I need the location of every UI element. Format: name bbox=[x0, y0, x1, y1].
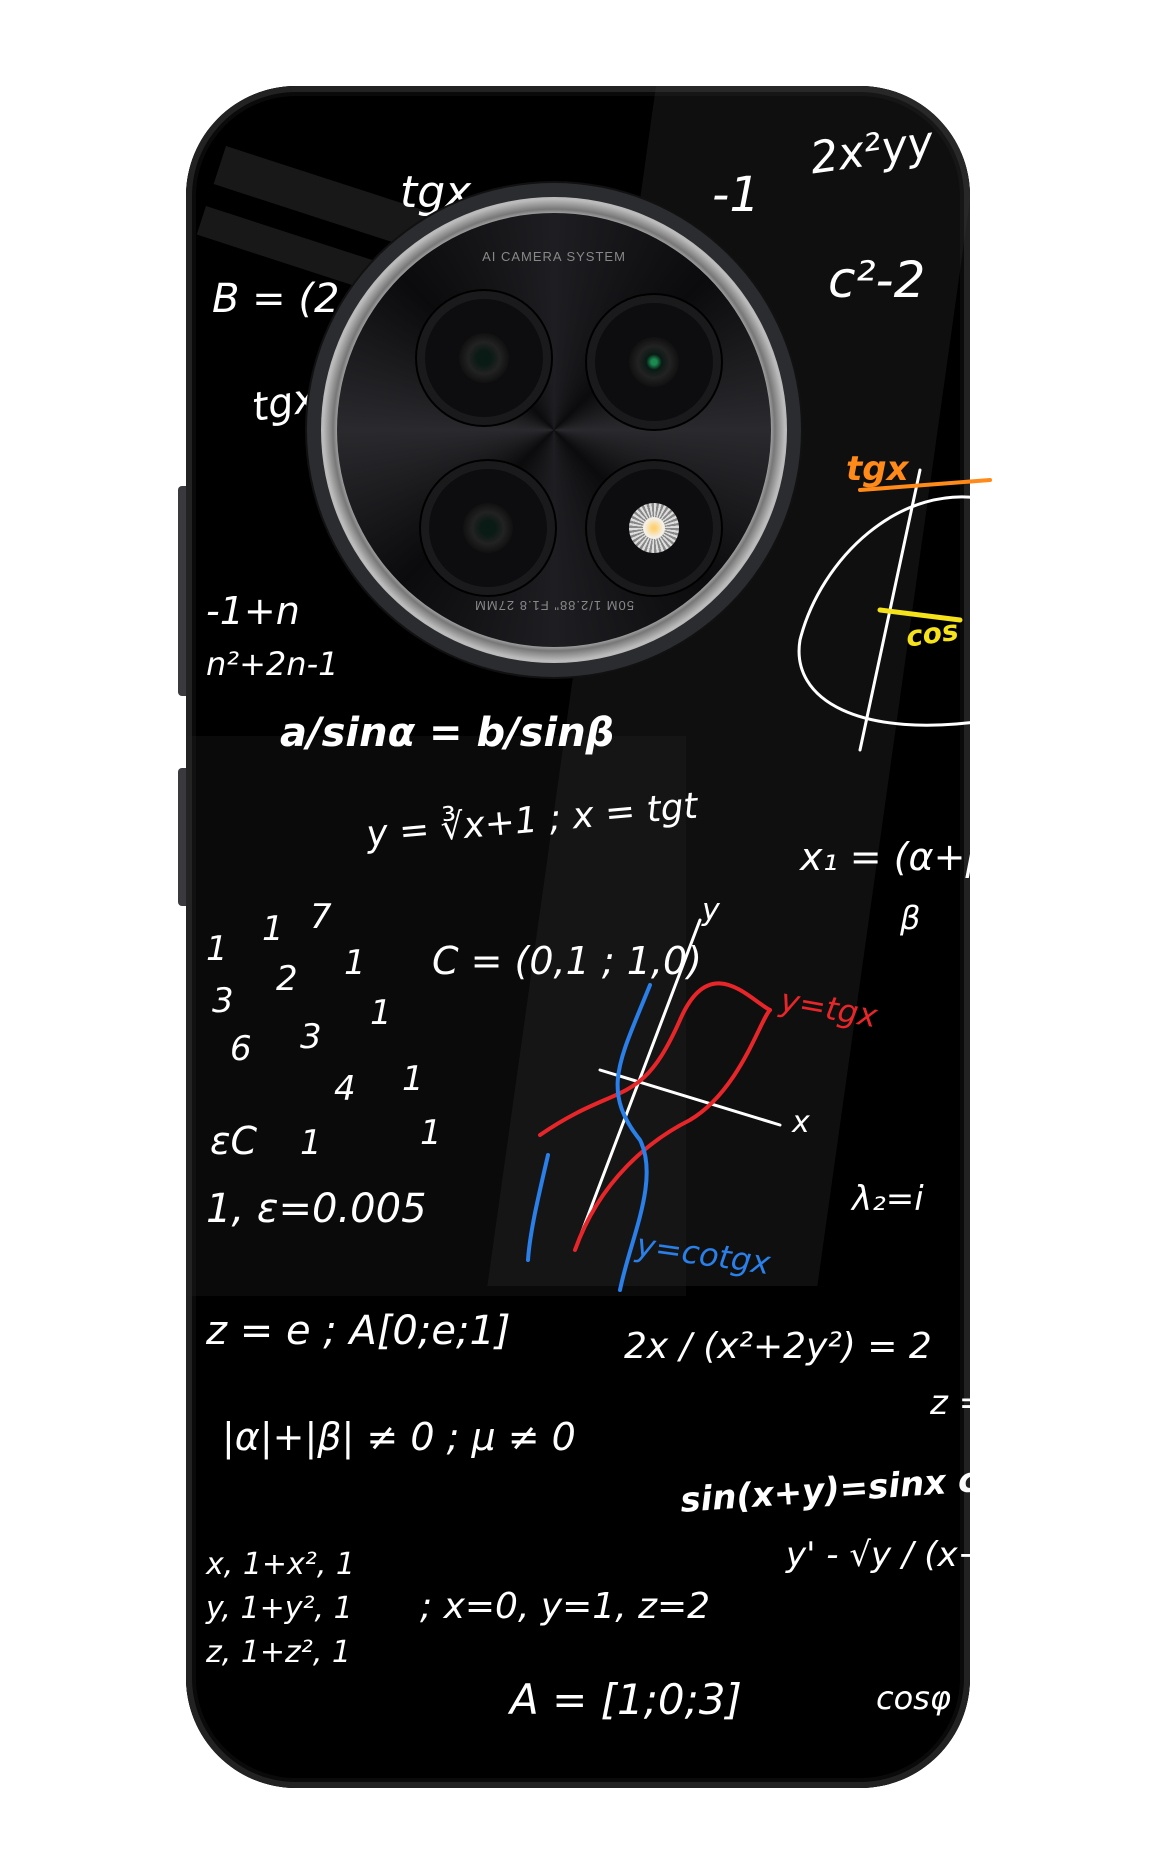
formula: z = bbox=[930, 1383, 988, 1423]
number: 3 bbox=[300, 1017, 322, 1057]
number: 1 bbox=[344, 943, 366, 983]
number: 4 bbox=[334, 1069, 356, 1109]
formula: B = (2 bbox=[212, 276, 340, 322]
formula: ; x=0, y=1, z=2 bbox=[420, 1586, 711, 1627]
camera-module: AI CAMERA SYSTEM 50M 1/2.88" F1.8 27MM bbox=[307, 183, 801, 677]
number: 7 bbox=[310, 897, 332, 937]
camera-glass: AI CAMERA SYSTEM 50M 1/2.88" F1.8 27MM bbox=[337, 213, 771, 647]
flash bbox=[595, 469, 713, 587]
formula: -1 bbox=[712, 167, 760, 223]
formula: λ₂=i bbox=[852, 1179, 924, 1219]
tan-curve bbox=[538, 981, 772, 1137]
number: 1 bbox=[262, 909, 284, 949]
axis-y-label: y bbox=[702, 893, 720, 928]
formula: 1, ε=0.005 bbox=[206, 1186, 427, 1232]
number: 1 bbox=[370, 993, 392, 1033]
cot-curve bbox=[526, 1153, 550, 1262]
number: 1 bbox=[420, 1113, 442, 1153]
formula: x₁ = (α+β bbox=[800, 835, 990, 879]
x-axis bbox=[598, 1068, 782, 1127]
camera-lens bbox=[595, 303, 713, 421]
camera-lens bbox=[425, 299, 543, 417]
side-button-upper bbox=[178, 486, 188, 696]
axis-x-label: x bbox=[792, 1105, 810, 1140]
number: 2 bbox=[276, 959, 298, 999]
number: 1 bbox=[402, 1059, 424, 1099]
number: 3 bbox=[212, 981, 234, 1021]
formula: z, 1+z², 1 bbox=[206, 1635, 351, 1670]
number: 1 bbox=[206, 929, 228, 969]
formula: tgx bbox=[846, 449, 909, 489]
formula: c²-2 bbox=[828, 251, 926, 309]
trig-axis bbox=[858, 478, 992, 492]
formula: -1+n bbox=[206, 589, 300, 633]
camera-bottom-text: 50M 1/2.88" F1.8 27MM bbox=[474, 598, 635, 613]
formula: 2x / (x²+2y²) = 2 bbox=[624, 1326, 932, 1367]
formula: y, 1+y², 1 bbox=[206, 1591, 353, 1626]
formula: β bbox=[900, 899, 921, 937]
tan-curve bbox=[573, 1008, 772, 1252]
formula: A = [1;0;3] bbox=[510, 1675, 742, 1724]
formula: εC bbox=[210, 1119, 258, 1163]
formula: C = (0,1 ; 1,0) bbox=[432, 939, 703, 983]
number: 1 bbox=[300, 1123, 322, 1163]
formula: cosφ bbox=[876, 1679, 951, 1717]
camera-lens bbox=[429, 469, 547, 587]
formula: a/sinα = b/sinβ bbox=[280, 710, 615, 756]
cot-curve bbox=[615, 983, 652, 1292]
shadow-band bbox=[186, 736, 686, 1296]
formula: |α|+|β| ≠ 0 ; μ ≠ 0 bbox=[222, 1415, 576, 1459]
camera-top-text: AI CAMERA SYSTEM bbox=[482, 249, 626, 264]
trig-circle bbox=[797, 495, 992, 727]
number: 6 bbox=[230, 1029, 252, 1069]
formula: z = e ; A[0;e;1] bbox=[206, 1308, 511, 1354]
flash-icon bbox=[629, 503, 679, 553]
trig-axis bbox=[877, 607, 963, 623]
formula: y' - √y / (x+2) bbox=[786, 1535, 1021, 1575]
formula: x, 1+x², 1 bbox=[206, 1547, 355, 1582]
side-button-lower bbox=[178, 768, 188, 906]
formula: n²+2n-1 bbox=[206, 645, 339, 683]
